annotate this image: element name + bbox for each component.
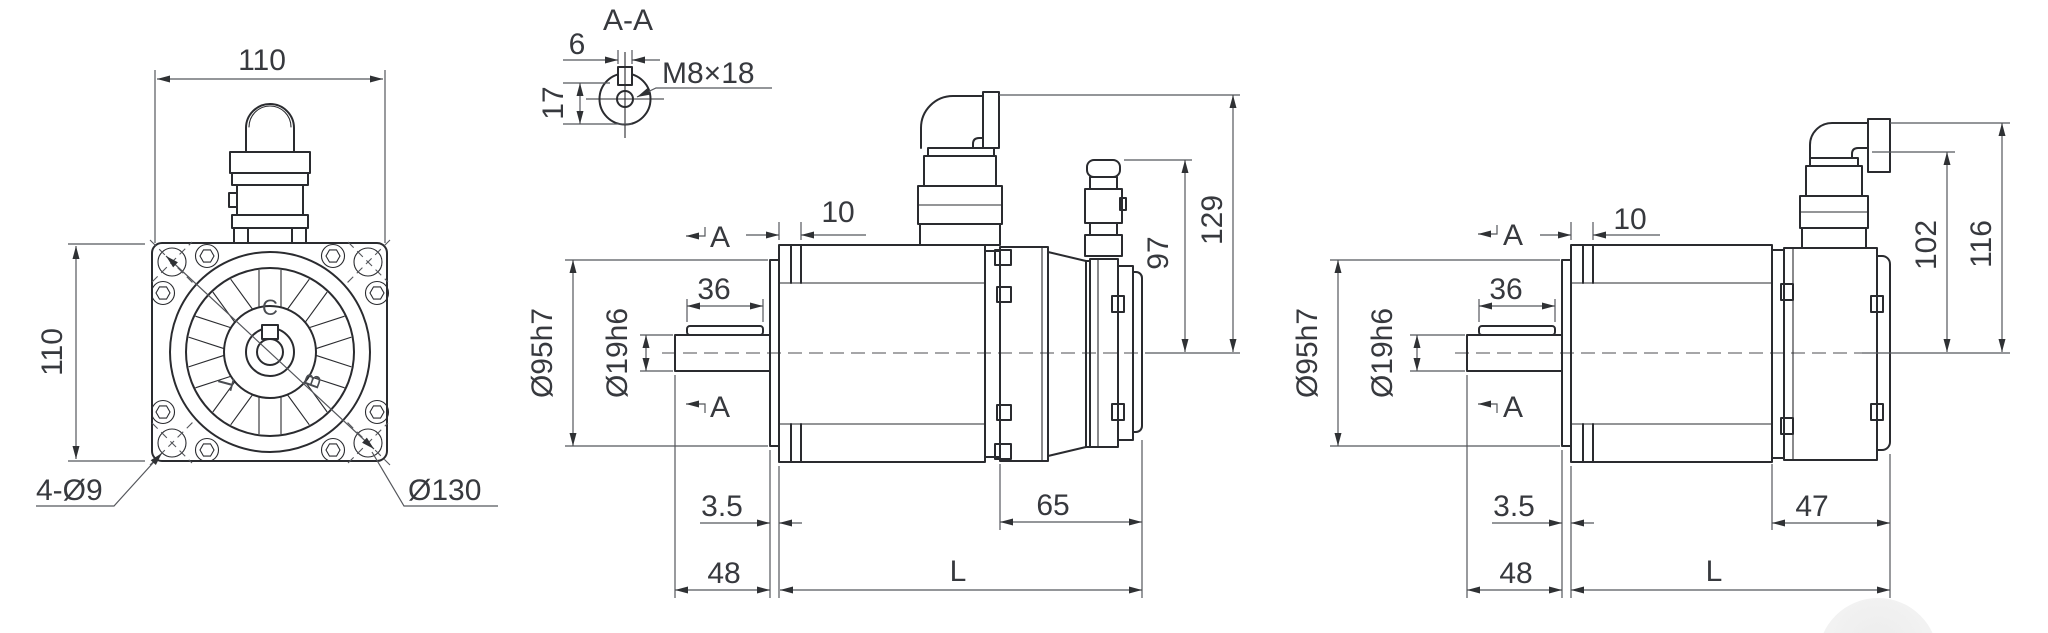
- face-letter-t: T: [212, 373, 240, 392]
- svg-text:Ø130: Ø130: [408, 474, 481, 507]
- svg-text:L: L: [1706, 555, 1723, 588]
- dim-shaft-length: 48: [1466, 375, 1562, 598]
- elbow-connector: [917, 91, 1003, 246]
- side-view-encoder: A A 10 36: [526, 91, 1240, 598]
- encoder-outline: [984, 246, 1143, 462]
- section-marker-bottom: A: [1478, 391, 1523, 424]
- bolt-circle-arrow: [165, 255, 375, 450]
- section-tap-hole: [616, 90, 634, 108]
- dim-front-height: 110: [36, 243, 145, 462]
- svg-text:48: 48: [1499, 557, 1532, 590]
- dim-pilot-diameter: Ø95h7: [1291, 259, 1560, 447]
- svg-text:4-Ø9: 4-Ø9: [36, 474, 103, 507]
- rear-block-outline: [1771, 247, 1891, 461]
- svg-text:47: 47: [1795, 490, 1828, 523]
- dim-pilot-depth: 3.5: [700, 450, 802, 598]
- dim-rear-length: 47: [1771, 464, 1890, 530]
- dim-body-length: L: [1571, 454, 1891, 598]
- svg-text:36: 36: [697, 273, 730, 306]
- svg-text:129: 129: [1196, 195, 1229, 245]
- front-shaft-keyway: [261, 324, 279, 340]
- dim-connector-height: 102: [1872, 151, 1955, 352]
- face-letter-c: C: [262, 295, 278, 320]
- dim-elbow-height: 116: [1862, 122, 2010, 354]
- svg-text:6: 6: [569, 28, 586, 61]
- dim-body-length: L: [780, 440, 1143, 598]
- dim-connector-height: 97: [1124, 159, 1192, 352]
- svg-text:102: 102: [1910, 220, 1943, 270]
- thread-label-text: M8×18: [662, 57, 755, 90]
- label-mounting-holes: 4-Ø9: [36, 452, 163, 507]
- svg-text:Ø95h7: Ø95h7: [1291, 308, 1324, 398]
- svg-text:3.5: 3.5: [701, 490, 743, 523]
- svg-text:Ø95h7: Ø95h7: [526, 308, 559, 398]
- svg-text:10: 10: [1613, 203, 1646, 236]
- dim-key-width: 6: [563, 28, 660, 64]
- dim-face-to-slot: 10: [746, 196, 866, 240]
- face-letter-b: B: [298, 370, 327, 392]
- dim-pilot-depth: 3.5: [1492, 450, 1594, 598]
- svg-text:10: 10: [821, 196, 854, 229]
- svg-text:110: 110: [36, 328, 69, 376]
- section-marker-top: A: [1478, 219, 1523, 252]
- dim-shaft-length: 48: [674, 375, 770, 598]
- dim-key-depth: 17: [537, 82, 632, 125]
- section-marker-top: A: [686, 221, 730, 254]
- dim-front-width: 110: [154, 44, 386, 243]
- svg-text:A: A: [1503, 219, 1523, 252]
- svg-text:116: 116: [1965, 220, 1998, 268]
- dim-key-length: 36: [686, 273, 764, 322]
- elbow-connector: [1799, 118, 1891, 249]
- svg-text:17: 17: [537, 86, 570, 119]
- svg-text:3.5: 3.5: [1493, 490, 1535, 523]
- dim-shaft-diameter: Ø19h6: [601, 308, 673, 398]
- label-thread: M8×18: [636, 57, 772, 98]
- dim-face-to-slot: 10: [1540, 203, 1660, 240]
- side-view-plain: A A 10 36: [1291, 118, 2010, 598]
- dim-elbow-height: 129: [999, 94, 1240, 354]
- svg-text:A: A: [1503, 391, 1523, 424]
- encoder-connector: [1084, 159, 1127, 257]
- svg-text:L: L: [950, 555, 967, 588]
- svg-text:48: 48: [707, 557, 740, 590]
- dim-shaft-diameter: Ø19h6: [1366, 308, 1465, 398]
- svg-text:A: A: [710, 221, 730, 254]
- front-connector-outline: [228, 103, 311, 244]
- front-flange-square: [151, 242, 388, 462]
- section-marker-bottom: A: [686, 391, 730, 424]
- dim-key-length: 36: [1478, 273, 1556, 322]
- dim-pilot-diameter: Ø95h7: [526, 259, 768, 447]
- svg-text:Ø19h6: Ø19h6: [601, 308, 634, 398]
- svg-text:110: 110: [238, 44, 286, 77]
- svg-text:36: 36: [1489, 273, 1522, 306]
- label-bolt-circle: Ø130: [371, 451, 498, 507]
- section-title: A-A: [603, 4, 653, 37]
- svg-text:65: 65: [1036, 489, 1069, 522]
- svg-text:Ø19h6: Ø19h6: [1366, 308, 1399, 398]
- dim-rear-length: 65: [999, 464, 1142, 530]
- svg-text:A: A: [710, 391, 730, 424]
- section-aa: A-A 6 17 M8×18: [537, 4, 772, 138]
- front-view: C B T: [36, 44, 498, 507]
- svg-text:97: 97: [1142, 236, 1175, 269]
